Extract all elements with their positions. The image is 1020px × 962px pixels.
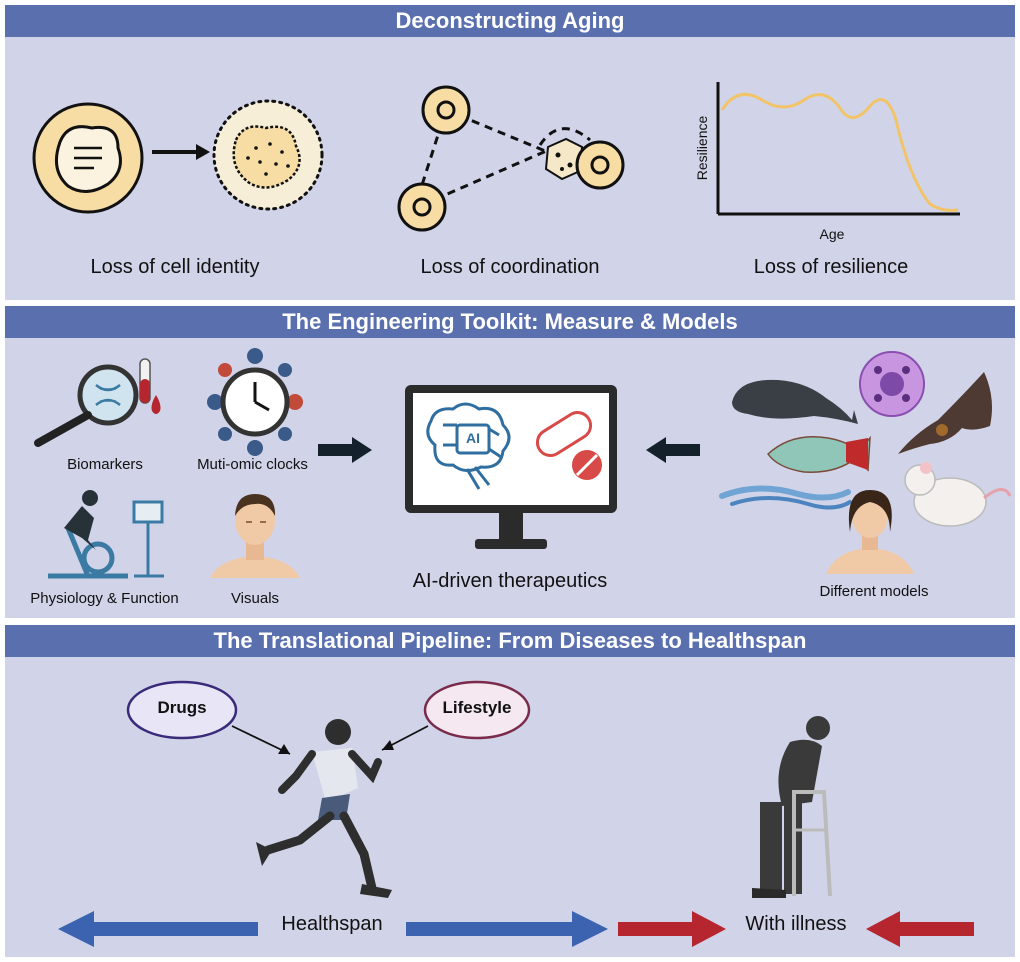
physiology-illustration (48, 490, 164, 579)
pill-icon (535, 411, 602, 480)
clocks-label: Muti-omic clocks (197, 456, 308, 473)
worm-icon (719, 485, 852, 510)
lifestyle-bubble (423, 680, 531, 740)
cell-icon (421, 85, 471, 135)
illness-right-arrow (618, 911, 726, 947)
coordination-illustration (397, 85, 625, 232)
visuals-label: Visuals (230, 590, 280, 607)
pipeline-illustration (58, 680, 974, 947)
biomarkers-illustration (34, 358, 161, 447)
resilience-curve (720, 92, 959, 212)
arrow-right-icon (152, 144, 210, 160)
healthspan-right-arrow (406, 911, 608, 947)
visuals-illustration (210, 494, 300, 578)
loss-coordination-label: Loss of coordination (420, 256, 600, 278)
exercise-bike-icon (48, 500, 164, 579)
lifestyle-label: Lifestyle (442, 698, 512, 717)
ai-therapeutics-label: AI-driven therapeutics (412, 570, 608, 592)
age-axis-label: Age (819, 226, 845, 242)
organ-ring (207, 348, 303, 456)
arrow-left-to-center (318, 437, 372, 463)
mouse-icon (904, 462, 1012, 527)
fish-icon (767, 435, 871, 473)
cell-identity-illustration (32, 99, 324, 214)
toolkit-header: The Engineering Toolkit: Measure & Model… (5, 306, 1015, 338)
drugs-label: Drugs (157, 698, 207, 717)
healthspan-left-arrow (58, 911, 258, 947)
dna-magnifier-icon (34, 364, 139, 447)
organoid-icon (859, 351, 925, 417)
resilience-axis-label: Resilience (694, 115, 710, 181)
aging-header: Deconstructing Aging (5, 5, 1015, 37)
omics-clock-illustration (207, 348, 303, 456)
face-icon (210, 494, 300, 578)
bat-icon (898, 372, 992, 454)
biomarkers-label: Biomarkers (67, 456, 143, 473)
clock-icon (220, 367, 290, 437)
models-illustration (719, 351, 1012, 574)
cyclist-icon (64, 490, 98, 550)
pipeline-header: The Translational Pipeline: From Disease… (5, 625, 1015, 657)
pipeline-panel (5, 625, 1015, 957)
physiology-label: Physiology & Function (30, 590, 179, 607)
runner-icon (256, 719, 392, 898)
drugs-bubble (126, 680, 238, 740)
monitor-icon (405, 385, 617, 549)
models-label: Different models (819, 583, 929, 600)
human-face-icon (826, 490, 914, 574)
loss-resilience-label: Loss of resilience (753, 256, 909, 278)
whale-icon (732, 379, 858, 424)
ai-chip-label: AI (466, 430, 480, 446)
illness-left-arrow (866, 911, 974, 947)
ai-chip (455, 423, 491, 455)
damaged-cell-icon (544, 137, 625, 190)
dissolving-cell-icon (212, 99, 324, 211)
healthy-cell-icon (32, 102, 144, 214)
cell-icon (397, 182, 447, 232)
loss-cell-identity-label: Loss of cell identity (90, 256, 260, 278)
healthspan-label: Healthspan (281, 913, 383, 935)
brain-chip-icon (426, 402, 511, 490)
with-illness-label: With illness (745, 913, 847, 935)
blood-tube-icon (139, 358, 161, 414)
arrow-right-to-center (646, 437, 700, 463)
resilience-chart (716, 82, 960, 216)
elderly-walker-icon (752, 716, 832, 898)
